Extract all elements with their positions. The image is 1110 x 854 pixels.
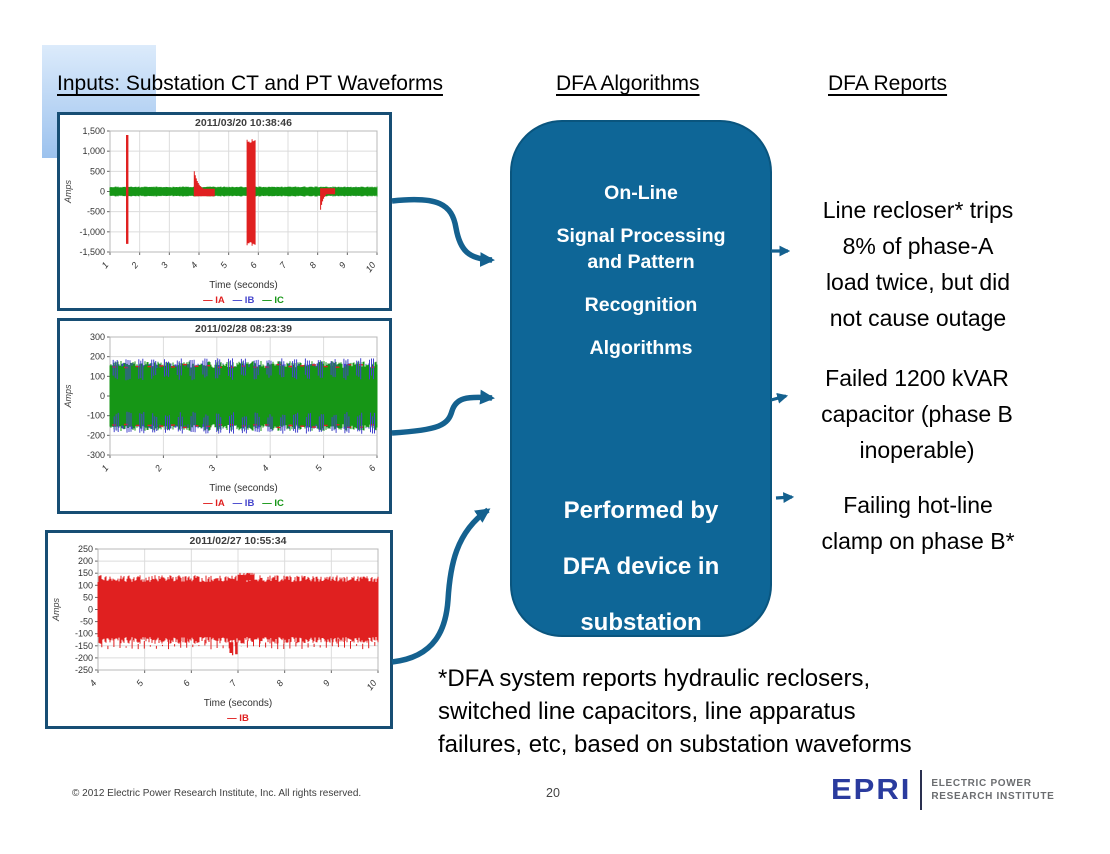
svg-text:0: 0 xyxy=(100,391,105,401)
svg-text:— IA — IB — IC: — IA — IB — IC xyxy=(203,295,284,306)
svg-text:300: 300 xyxy=(90,332,105,342)
algorithms-column-header: DFA Algorithms xyxy=(556,72,700,95)
svg-text:9: 9 xyxy=(337,260,348,270)
box-line-substation: substation xyxy=(580,609,702,636)
box-line-online: On-Line xyxy=(604,182,678,204)
waveform-panel-2: 1 2 3 4 5 6 -300 -200 -100 0 100 200 300 2011/02/28 0… xyxy=(57,318,392,514)
page-number: 20 xyxy=(546,786,560,800)
svg-text:Time (seconds): Time (seconds) xyxy=(209,483,278,494)
box-line-algorithms: Algorithms xyxy=(589,337,693,359)
logo-name: ELECTRIC POWER RESEARCH INSTITUTE xyxy=(931,777,1054,803)
svg-text:2: 2 xyxy=(129,260,141,271)
epri-wordmark: EPRI xyxy=(831,773,912,806)
arrow-chart1-to-box xyxy=(391,196,495,267)
svg-text:6: 6 xyxy=(248,260,259,270)
svg-text:-100: -100 xyxy=(87,411,105,421)
svg-text:200: 200 xyxy=(90,352,105,362)
svg-text:-200: -200 xyxy=(87,430,105,440)
footnote-text: *DFA system reports hydraulic reclosers,… xyxy=(438,665,912,758)
svg-text:Time (seconds): Time (seconds) xyxy=(204,698,273,709)
box-line-signal-processing: Signal Processing and Pattern xyxy=(556,225,726,273)
svg-text:-300: -300 xyxy=(87,450,105,460)
svg-text:Time (seconds): Time (seconds) xyxy=(209,280,278,291)
svg-text:10: 10 xyxy=(365,678,379,692)
report-hotline-clamp: Failing hot-line clamp on phase B* xyxy=(821,492,1015,554)
svg-text:5: 5 xyxy=(134,677,146,688)
svg-text:5: 5 xyxy=(218,259,230,270)
waveform-chart-2011-02-27: 4 5 6 7 8 9 10 -250 -200 -150 -100 -50 0 50 100 150 200 2… xyxy=(48,533,390,726)
svg-text:-200: -200 xyxy=(75,653,93,663)
svg-text:4: 4 xyxy=(189,260,200,270)
svg-text:-1,000: -1,000 xyxy=(79,227,105,237)
svg-text:100: 100 xyxy=(78,580,93,590)
svg-text:7: 7 xyxy=(278,259,290,270)
svg-text:8: 8 xyxy=(307,260,318,270)
reports-column-header: DFA Reports xyxy=(828,72,948,95)
box-line-recognition: Recognition xyxy=(584,294,698,316)
svg-text:Amps: Amps xyxy=(51,598,61,623)
svg-text:0: 0 xyxy=(88,605,93,615)
inputs-column-header: Inputs: Substation CT and PT Waveforms xyxy=(57,72,443,95)
svg-text:-500: -500 xyxy=(87,207,105,217)
logo-divider xyxy=(920,770,923,810)
svg-text:5: 5 xyxy=(313,462,325,473)
svg-text:200: 200 xyxy=(78,556,93,566)
waveform-chart-2011-02-28: 1 2 3 4 5 6 -300 -200 -100 0 100 200 300 2011/02/28 0… xyxy=(60,321,389,511)
logo-name-line2: RESEARCH INSTITUTE xyxy=(931,791,1055,802)
svg-text:Amps: Amps xyxy=(63,384,73,409)
copyright-text: © 2012 Electric Power Research Institute… xyxy=(72,788,362,799)
waveform-panel-3: 4 5 6 7 8 9 10 -250 -200 -150 -100 -50 0 50 100 150 200 2… xyxy=(45,530,393,729)
dfa-algorithms-box: On-Line Signal Processing and Pattern Re… xyxy=(510,120,772,637)
svg-text:-1,500: -1,500 xyxy=(79,247,105,257)
box-line-performed-by: Performed by xyxy=(563,497,719,524)
svg-text:2011/03/20 10:38:46: 2011/03/20 10:38:46 xyxy=(195,117,292,129)
svg-text:150: 150 xyxy=(78,568,93,578)
svg-text:2011/02/27 10:55:34: 2011/02/27 10:55:34 xyxy=(190,535,287,547)
svg-text:4: 4 xyxy=(88,678,99,688)
svg-text:6: 6 xyxy=(367,463,378,473)
svg-text:10: 10 xyxy=(364,260,378,274)
algorithms-box-lower-text: Performed by DFA device in substation xyxy=(512,497,770,636)
svg-text:1,000: 1,000 xyxy=(82,146,105,156)
waveform-chart-2011-03-20: 1 2 3 4 5 6 7 8 9 10 -1,500 -1,000 -500 0 500 1,000 1,50… xyxy=(60,115,389,308)
svg-text:7: 7 xyxy=(228,677,240,688)
svg-text:-50: -50 xyxy=(80,617,93,627)
algorithms-box-upper-text: On-Line Signal Processing and Pattern Re… xyxy=(520,180,762,361)
svg-text:-100: -100 xyxy=(75,629,93,639)
svg-text:1: 1 xyxy=(100,463,111,473)
svg-text:6: 6 xyxy=(181,678,192,688)
arrow-chart3-to-box xyxy=(391,507,491,665)
svg-text:— IA — IB — IC: — IA — IB — IC xyxy=(203,498,284,509)
logo-name-line1: ELECTRIC POWER xyxy=(931,778,1032,789)
svg-text:1: 1 xyxy=(100,260,111,270)
report-failed-capacitor: Failed 1200 kVAR capacitor (phase B inop… xyxy=(821,365,1013,463)
svg-text:250: 250 xyxy=(78,544,93,554)
svg-text:3: 3 xyxy=(159,260,170,270)
svg-text:2011/02/28 08:23:39: 2011/02/28 08:23:39 xyxy=(195,323,292,335)
box-line-dfa-device: DFA device in xyxy=(562,553,720,580)
svg-text:Amps: Amps xyxy=(63,180,73,205)
epri-logo: EPRI ELECTRIC POWER RESEARCH INSTITUTE xyxy=(831,770,1055,810)
svg-text:2: 2 xyxy=(152,463,164,474)
svg-text:9: 9 xyxy=(321,678,332,688)
svg-text:— IB: — IB xyxy=(227,713,249,724)
svg-text:-150: -150 xyxy=(75,641,93,651)
svg-text:100: 100 xyxy=(90,371,105,381)
report-line-recloser: Line recloser* trips 8% of phase-A load … xyxy=(822,197,1014,331)
waveform-panel-1: 1 2 3 4 5 6 7 8 9 10 -1,500 -1,000 -500 0 500 1,000 1,50… xyxy=(57,112,392,311)
svg-text:8: 8 xyxy=(274,678,285,688)
svg-text:0: 0 xyxy=(100,187,105,197)
svg-text:1,500: 1,500 xyxy=(82,126,105,136)
svg-text:3: 3 xyxy=(206,463,217,473)
svg-text:4: 4 xyxy=(260,463,271,473)
svg-text:50: 50 xyxy=(83,592,93,602)
svg-text:500: 500 xyxy=(90,166,105,176)
arrow-chart2-to-box xyxy=(391,389,495,436)
svg-text:-250: -250 xyxy=(75,665,93,675)
